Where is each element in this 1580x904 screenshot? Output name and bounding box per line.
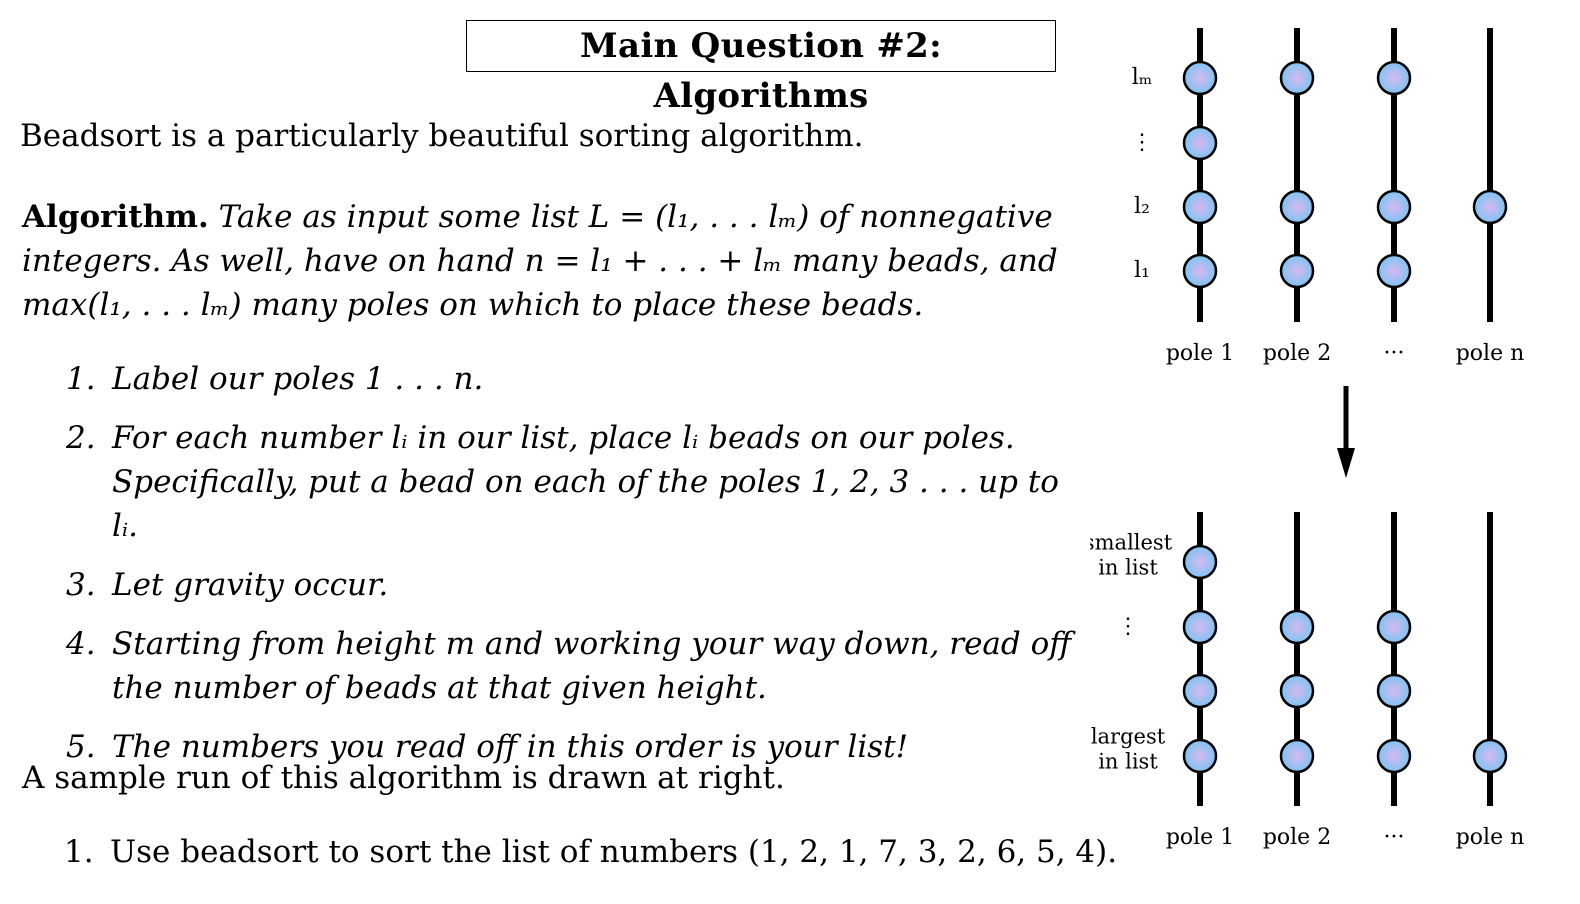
bead <box>1182 125 1218 161</box>
list-item: 3. Let gravity occur. <box>66 567 389 603</box>
row-label: l₂ <box>1134 194 1150 219</box>
bead <box>1182 544 1218 580</box>
question-item: 1. Use beadsort to sort the list of numb… <box>64 834 1118 870</box>
bead <box>1472 738 1508 774</box>
algorithm-paragraph: Algorithm. Take as input some list L = (… <box>22 195 1072 327</box>
page-title: Main Question #2: Algorithms <box>466 20 1056 116</box>
intro-text: Beadsort is a particularly beautiful sor… <box>20 118 864 154</box>
bead <box>1182 738 1218 774</box>
pole-label: pole 1 <box>1166 341 1234 366</box>
bead <box>1182 609 1218 645</box>
sample-text: A sample run of this algorithm is drawn … <box>22 760 785 796</box>
row-label: ⋮ <box>1131 130 1153 155</box>
row-label: smallest <box>1090 531 1173 555</box>
pole-label: pole n <box>1456 825 1525 850</box>
gravity-arrow <box>1337 386 1355 478</box>
row-label: in list <box>1098 750 1158 774</box>
pole-label: ··· <box>1384 825 1405 850</box>
row-label: lₘ <box>1132 65 1153 90</box>
bead <box>1279 609 1315 645</box>
bead <box>1182 253 1218 289</box>
bead <box>1376 738 1412 774</box>
bead <box>1376 189 1412 225</box>
row-label: l₁ <box>1134 258 1150 283</box>
bead <box>1279 673 1315 709</box>
bead <box>1279 60 1315 96</box>
pole-label: pole 2 <box>1263 341 1331 366</box>
pole-label: ··· <box>1384 341 1405 366</box>
bead <box>1376 673 1412 709</box>
bead <box>1182 60 1218 96</box>
bead <box>1376 253 1412 289</box>
bead <box>1279 189 1315 225</box>
row-label: ⋮ <box>1117 614 1139 639</box>
list-item: 5. The numbers you read off in this orde… <box>66 729 909 765</box>
algorithm-text: Take as input some list L = (l₁, . . . l… <box>22 199 1058 323</box>
bead <box>1376 60 1412 96</box>
list-item: 1. Label our poles 1 . . . n. <box>66 361 484 397</box>
pole-label: pole 2 <box>1263 825 1331 850</box>
diagram-before: lₘ ⋮ l₂ l₁ pole 1 pole 2 ··· pole n <box>1131 28 1524 366</box>
row-label: in list <box>1098 556 1158 580</box>
bead <box>1472 189 1508 225</box>
steps-list: 1. Label our poles 1 . . . n. 2. For eac… <box>66 357 1072 784</box>
row-label: largest <box>1091 725 1166 749</box>
algorithm-label: Algorithm. <box>22 199 209 235</box>
bead <box>1279 738 1315 774</box>
pole-label: pole 1 <box>1166 825 1234 850</box>
bead <box>1182 673 1218 709</box>
bead <box>1279 253 1315 289</box>
bead <box>1182 189 1218 225</box>
list-item: 4. Starting from height m and working yo… <box>66 626 1072 706</box>
list-item: 2. For each number lᵢ in our list, place… <box>66 420 1059 544</box>
pole-label: pole n <box>1456 341 1525 366</box>
bead <box>1376 609 1412 645</box>
